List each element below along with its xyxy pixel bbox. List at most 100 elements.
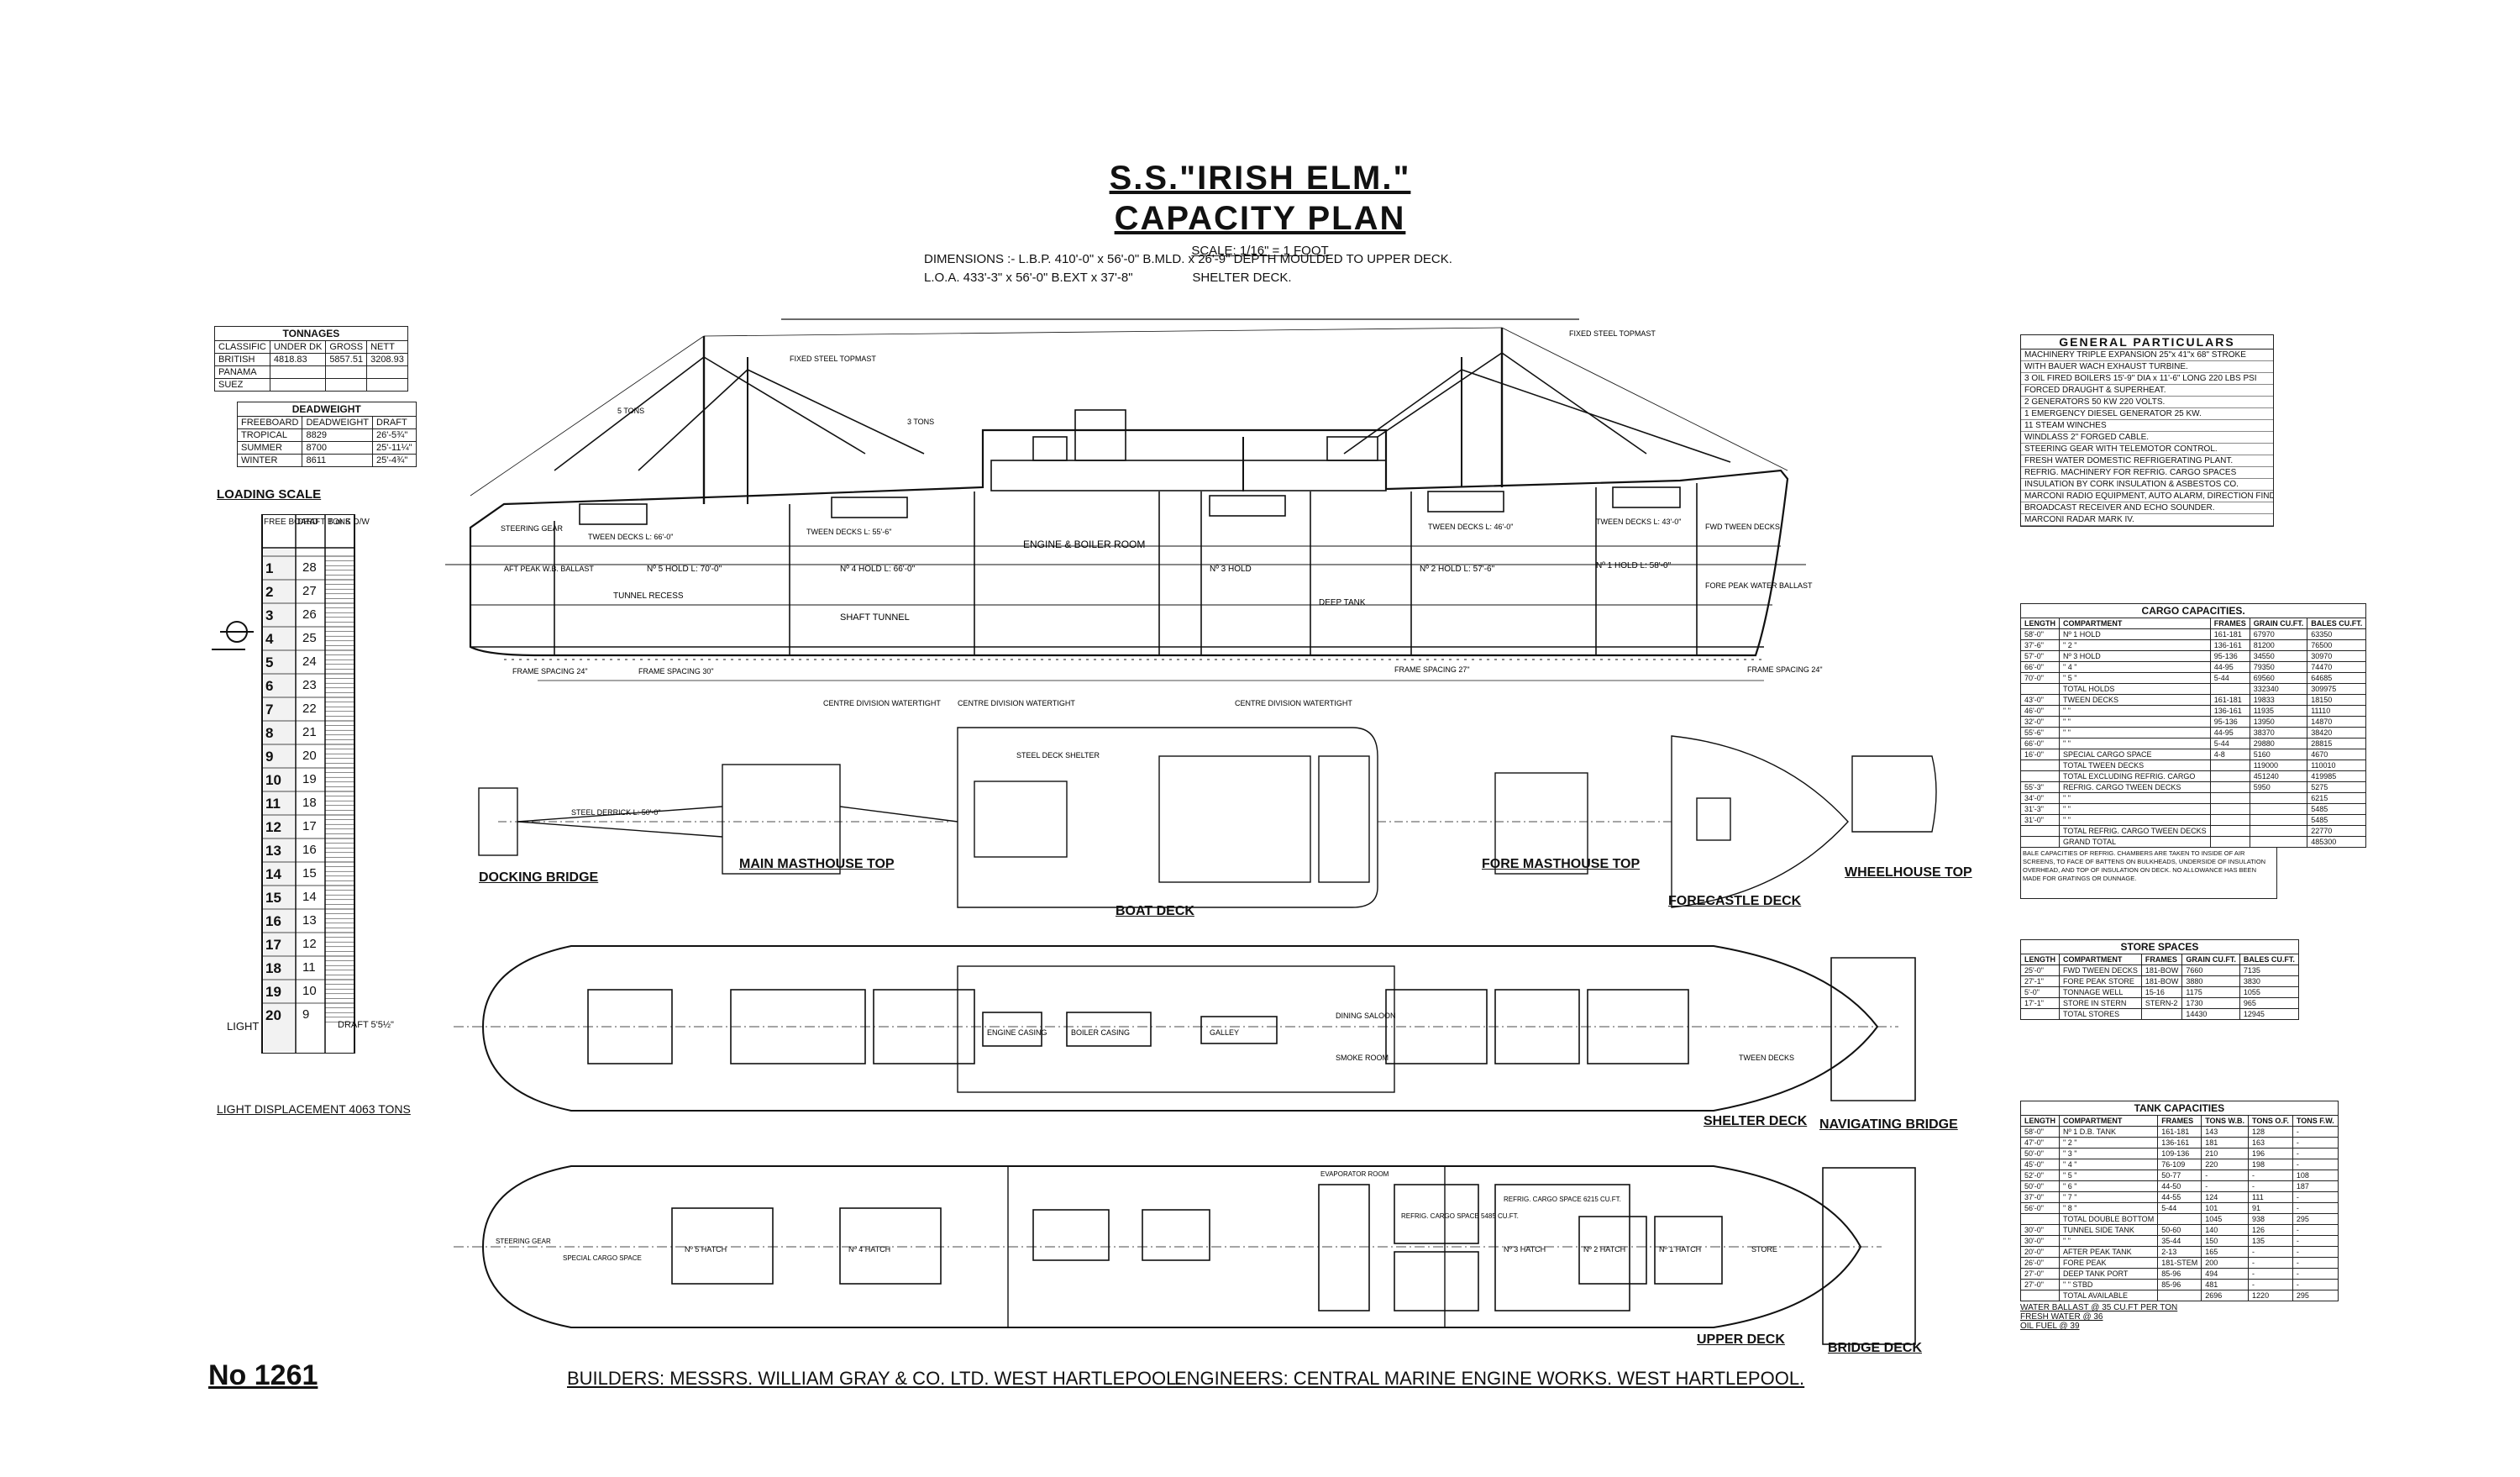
loading-scale-col-freeboard: FREE BOARD	[264, 518, 319, 527]
freeboard-mark: 17	[265, 937, 281, 953]
table-cell: SUMMER	[236, 441, 303, 455]
table-row: 52'-0" " 5 "50-77--108	[2020, 1170, 2339, 1181]
table-cell: WINTER	[236, 454, 303, 467]
engineers-line: ENGINEERS: CENTRAL MARINE ENGINE WORKS. …	[1174, 1368, 1805, 1389]
label-special-cargo: SPECIAL CARGO SPACE	[563, 1254, 642, 1262]
label-hold4: Nº 4 HOLD L: 66'-0"	[840, 565, 916, 574]
draft-mark: 11	[302, 960, 316, 975]
draft-mark: 12	[302, 937, 317, 951]
label-hatch5: Nº 5 HATCH	[685, 1245, 727, 1254]
caption-main-masthouse: MAIN MASTHOUSE TOP	[739, 857, 895, 871]
label-hatch2: Nº 2 HATCH	[1583, 1245, 1625, 1254]
deadweight-col: DRAFT	[372, 416, 417, 429]
scale-ticks	[262, 555, 354, 1022]
table-cell: PANAMA	[214, 365, 270, 379]
label-hold5: Nº 5 HOLD L: 70'-0"	[647, 565, 722, 574]
loading-scale-col-draft: DRAFT B or K	[297, 518, 351, 527]
dimensions-line-1: DIMENSIONS :- L.B.P. 410'-0" x 56'-0" B.…	[924, 252, 1452, 266]
loading-scale-graphic	[212, 513, 355, 1054]
caption-forecastle-deck: FORECASTLE DECK	[1668, 894, 1802, 908]
freeboard-mark: 12	[265, 819, 281, 835]
label-tons-5: 5 TONS	[617, 407, 644, 415]
draft-mark: 22	[302, 702, 317, 716]
caption-fore-masthouse: FORE MASTHOUSE TOP	[1482, 857, 1641, 871]
loading-scale-light: LIGHT	[227, 1020, 260, 1033]
particular-line: MARCONI RADIO EQUIPMENT, AUTO ALARM, DIR…	[2021, 491, 2273, 502]
freeboard-mark: 4	[265, 631, 274, 647]
label-smoke: SMOKE ROOM	[1336, 1054, 1389, 1062]
caption-shelter-deck: SHELTER DECK	[1704, 1114, 1808, 1128]
label-frame-spacing-b: FRAME SPACING 30"	[638, 667, 714, 675]
particular-line: 3 OIL FIRED BOILERS 15'-9" DIA x 11'-6" …	[2021, 373, 2273, 385]
freeboard-mark: 20	[265, 1007, 281, 1023]
tonnages-table: TONNAGES CLASSIFIC UNDER DK GROSS NETT B…	[214, 326, 408, 392]
table-cell: 66'-0"	[2020, 661, 2060, 673]
caption-bridge-deck: BRIDGE DECK	[1828, 1341, 1923, 1355]
table-cell	[2020, 1008, 2060, 1020]
caption-docking-bridge: DOCKING BRIDGE	[479, 870, 599, 885]
draft-mark: 13	[302, 913, 317, 928]
table-row: PANAMA	[214, 365, 408, 379]
deck-plans-row-1	[478, 727, 1937, 908]
draft-mark: 10	[302, 984, 317, 998]
label-fore-peak: FORE PEAK WATER BALLAST	[1705, 581, 1813, 590]
tonnages-col: GROSS	[325, 340, 368, 354]
particular-line: BROADCAST RECEIVER AND ECHO SOUNDER.	[2021, 502, 2273, 514]
particular-line: STEERING GEAR WITH TELEMOTOR CONTROL.	[2021, 444, 2273, 455]
particular-line: WITH BAUER WACH EXHAUST TURBINE.	[2021, 361, 2273, 373]
caption-boat-deck: BOAT DECK	[1116, 904, 1194, 918]
freeboard-mark: 8	[265, 725, 274, 741]
general-particulars-lines: MACHINERY TRIPLE EXPANSION 25"x 41"x 68"…	[2021, 350, 2273, 526]
deadweight-col: FREEBOARD	[236, 416, 303, 429]
freeboard-mark: 16	[265, 913, 281, 929]
table-cell: SUEZ	[214, 378, 270, 392]
label-tween5: TWEEN DECKS L: 66'-0"	[588, 533, 673, 541]
label-frame-spacing-c: FRAME SPACING 27"	[1394, 665, 1470, 674]
label-refrig-a: REFRIG. CARGO SPACE 5485 CU.FT.	[1401, 1212, 1519, 1220]
dimensions-line-2: L.O.A. 433'-3" x 56'-0" B.EXT x 37'-8" S…	[924, 271, 1292, 285]
label-tunnel: TUNNEL RECESS	[613, 591, 684, 601]
label-hatch3: Nº 3 HATCH	[1504, 1245, 1546, 1254]
cargo-note: BALE CAPACITIES OF REFRIG. CHAMBERS ARE …	[2020, 848, 2277, 899]
label-galley: GALLEY	[1210, 1028, 1239, 1037]
freeboard-mark: 14	[265, 866, 281, 882]
table-cell: 12945	[2239, 1008, 2299, 1020]
label-fixed-steel-a: FIXED STEEL TOPMAST	[790, 355, 876, 363]
label-hatch1: Nº 1 HATCH	[1659, 1245, 1701, 1254]
label-refrig-b: REFRIG. CARGO SPACE 6215 CU.FT.	[1504, 1196, 1621, 1203]
table-row: SUEZ	[214, 378, 408, 392]
particular-line: MARCONI RADAR MARK IV.	[2021, 514, 2273, 526]
loading-scale-heading: LOADING SCALE	[217, 487, 322, 502]
label-centre-division-b: CENTRE DIVISION WATERTIGHT	[958, 699, 1075, 707]
label-dining: DINING SALOON	[1336, 1012, 1396, 1020]
deadweight-panel: DEADWEIGHT FREEBOARD DEADWEIGHT DRAFT TR…	[236, 402, 417, 467]
table-cell: BRITISH	[214, 353, 270, 366]
draft-mark: 23	[302, 678, 317, 692]
label-fixed-steel-b: FIXED STEEL TOPMAST	[1569, 329, 1656, 338]
table-cell: TOTAL STORES	[2059, 1008, 2142, 1020]
table-cell: 25'-4¾"	[372, 454, 417, 467]
label-deep-tank: DEEP TANK	[1319, 598, 1366, 607]
fresh-water-note: FRESH WATER @ 36	[2020, 1312, 2103, 1322]
freeboard-mark: 18	[265, 960, 281, 976]
particular-line: 11 STEAM WINCHES	[2021, 420, 2273, 432]
label-steel-deck-shelter: STEEL DECK SHELTER	[1016, 751, 1100, 760]
loading-scale-col-tons: TONS D/W	[328, 518, 370, 527]
document-number: No 1261	[208, 1359, 318, 1391]
